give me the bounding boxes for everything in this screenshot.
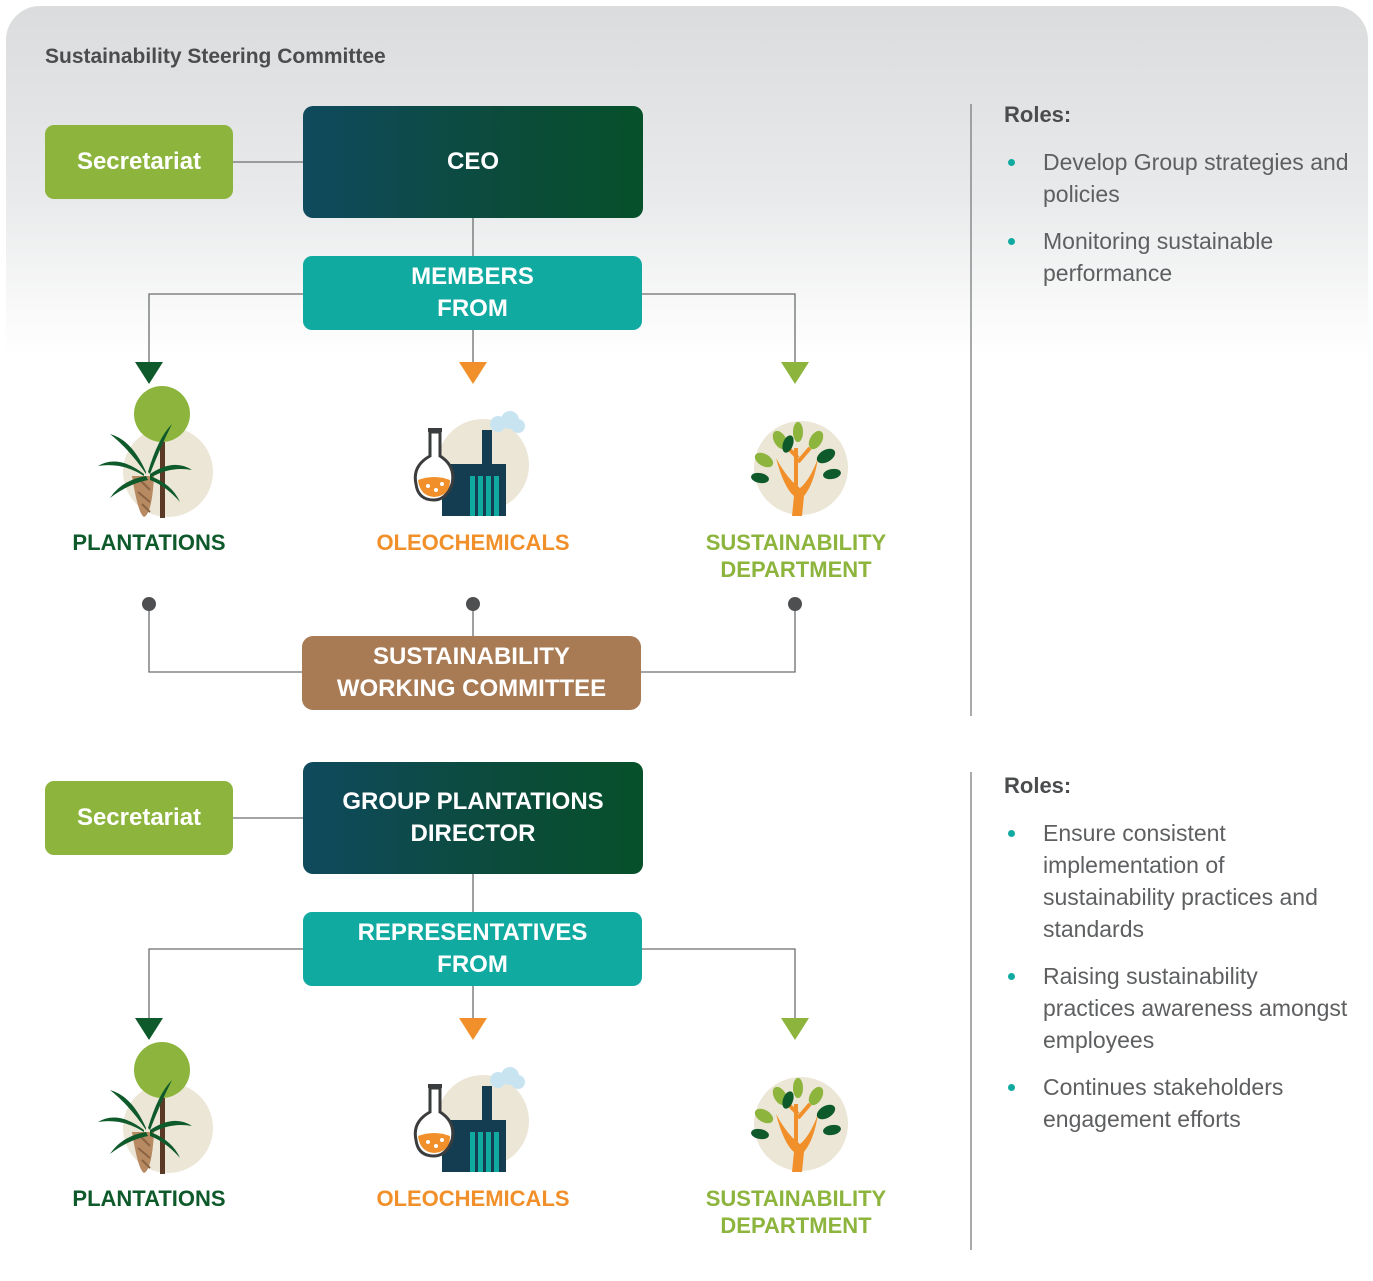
plantations-label: PLANTATIONS (72, 530, 226, 555)
role-item: Develop Group strategies and policies (1004, 146, 1354, 210)
role-text: Monitoring sustainable performance (1043, 228, 1274, 286)
role-text: Continues stakeholders engagement effort… (1043, 1074, 1284, 1132)
oleochemicals-label: OLEOCHEMICALS (376, 530, 570, 555)
role-item: Ensure consistent implementation of sust… (1004, 817, 1354, 945)
factory-flask-icon-2 (413, 1067, 529, 1172)
ceo-box: CEO (303, 106, 643, 218)
plantations-dot-icon (142, 597, 156, 611)
bullet-icon (1008, 238, 1015, 245)
sustainability-arrow-icon-2 (781, 1018, 809, 1040)
oleochemicals-label-2: OLEOCHEMICALS (376, 1186, 570, 1211)
ceo-label: CEO (446, 148, 499, 175)
hands-tree-icon-2 (751, 1077, 848, 1172)
reps-to-plantations-connector (148, 948, 303, 1018)
bullet-icon (1008, 830, 1015, 837)
plantations-label-2: PLANTATIONS (72, 1186, 226, 1211)
representatives-from-label: REPRESENTATIVES FROM (357, 919, 588, 978)
members-to-plantations-connector (148, 293, 303, 362)
page-title: Sustainability Steering Committee (45, 45, 386, 68)
role-text: Develop Group strategies and policies (1043, 149, 1349, 207)
steering-roles-panel: Roles: Develop Group strategies and poli… (1004, 102, 1354, 304)
oleochemicals-dot-icon (466, 597, 480, 611)
role-item: Continues stakeholders engagement effort… (1004, 1071, 1354, 1135)
sustainability-dot-icon (788, 597, 802, 611)
role-item: Monitoring sustainable performance (1004, 225, 1354, 289)
secretariat-label: Secretariat (76, 148, 202, 175)
palm-tree-icon-2 (98, 1042, 213, 1174)
members-from-box: MEMBERS FROM (303, 256, 642, 330)
oleochemicals-arrow-icon-2 (459, 1018, 487, 1040)
palm-tree-icon (98, 386, 213, 518)
roles-title-2: Roles: (1004, 773, 1072, 798)
sustainability-department-label: SUSTAINABILITY DEPARTMENT (705, 530, 887, 582)
bullet-icon (1008, 159, 1015, 166)
working-roles-panel: Roles: Ensure consistent implementation … (1004, 773, 1354, 1150)
working-committee-label: SUSTAINABILITY WORKING COMMITTEE (336, 643, 607, 702)
bullet-icon (1008, 973, 1015, 980)
roles-list: Develop Group strategies and policies Mo… (1004, 146, 1354, 289)
group-plantations-director-label: GROUP PLANTATIONS DIRECTOR (342, 788, 604, 847)
members-from-label: MEMBERS FROM (411, 263, 534, 322)
group-plantations-director-box: GROUP PLANTATIONS DIRECTOR (303, 762, 643, 874)
oleochemicals-arrow-icon (459, 362, 487, 384)
factory-flask-icon (413, 411, 529, 516)
plantations-arrow-icon (135, 362, 163, 384)
role-item: Raising sustainability practices awarene… (1004, 960, 1354, 1056)
secretariat-label-2: Secretariat (76, 804, 202, 831)
roles-list-2: Ensure consistent implementation of sust… (1004, 817, 1354, 1135)
working-committee-box: SUSTAINABILITY WORKING COMMITTEE (302, 636, 641, 710)
representatives-from-box: REPRESENTATIVES FROM (303, 912, 642, 986)
plantations-to-working-connector (148, 604, 302, 673)
roles-title: Roles: (1004, 102, 1072, 127)
plantations-arrow-icon-2 (135, 1018, 163, 1040)
reps-to-sustainability-connector (642, 948, 796, 1018)
members-to-sustainability-connector (642, 293, 796, 362)
secretariat-box-2: Secretariat (45, 781, 233, 855)
hands-tree-icon (751, 421, 848, 516)
secretariat-box: Secretariat (45, 125, 233, 199)
sustainability-to-working-connector (641, 604, 796, 673)
steering-committee-background (6, 6, 1368, 356)
role-text: Raising sustainability practices awarene… (1043, 963, 1348, 1053)
sustainability-department-label-2: SUSTAINABILITY DEPARTMENT (705, 1186, 887, 1238)
role-text: Ensure consistent implementation of sust… (1043, 820, 1318, 942)
sustainability-arrow-icon (781, 362, 809, 384)
bullet-icon (1008, 1084, 1015, 1091)
